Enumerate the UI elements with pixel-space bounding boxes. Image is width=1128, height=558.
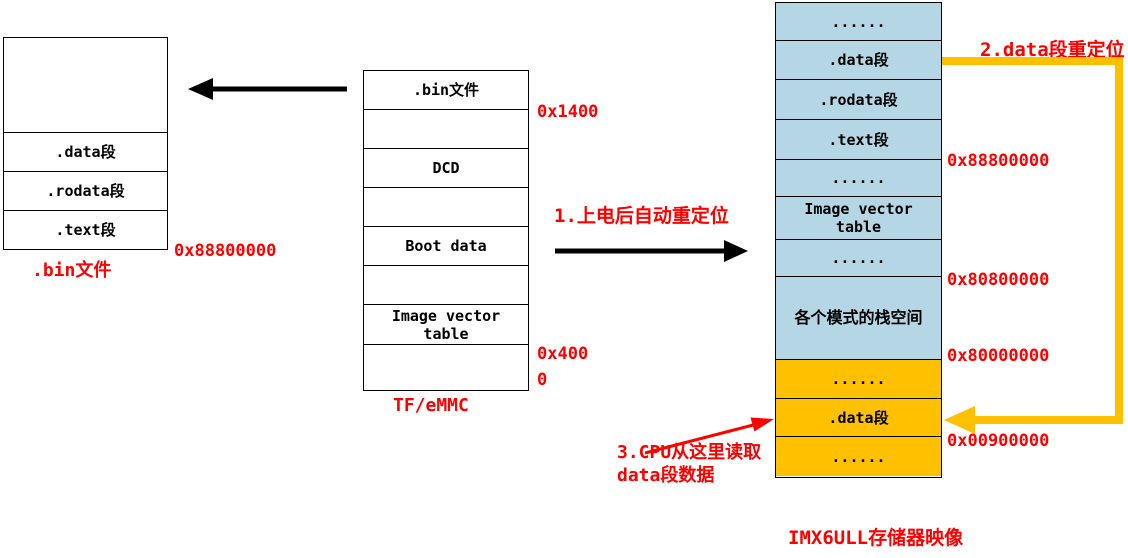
emmc-address-0x1400: 0x1400 xyxy=(537,102,599,122)
mem-address-0x80000000: 0x80000000 xyxy=(947,346,1050,366)
emmc-empty-row-1 xyxy=(364,110,528,149)
step3-line-2: data段数据 xyxy=(617,465,715,486)
mem-ellipsis-row-3: ...... xyxy=(776,240,941,277)
left-box-caption: .bin文件 xyxy=(32,260,112,281)
mem-ellipsis-row-4: ...... xyxy=(776,360,941,399)
bin-box-rodata-segment: .rodata段 xyxy=(4,172,167,211)
mem-ellipsis-row-1: ...... xyxy=(776,3,941,41)
emmc-address-0x400: 0x400 xyxy=(537,344,589,364)
mem-address-0x00900000: 0x00900000 xyxy=(947,431,1050,451)
step1-relocation-label: 1.上电后自动重定位 xyxy=(554,205,729,227)
tf-emmc-caption: TF/eMMC xyxy=(393,395,469,416)
mem-address-0x80800000: 0x80800000 xyxy=(947,270,1050,290)
mem-ellipsis-row-5: ...... xyxy=(776,437,941,476)
emmc-address-0: 0 xyxy=(537,370,548,390)
bin-box-data-segment: .data段 xyxy=(4,133,167,172)
step3-line-1: 3.CPU从这里读取 xyxy=(617,442,762,463)
imx6ull-memory-map-caption: IMX6ULL存储器映像 xyxy=(788,527,964,549)
imx6ull-memory-map-box: ...... .data段 .rodata段 .text段 ...... Ima… xyxy=(775,2,942,478)
bin-file-memory-box: .data段 .rodata段 .text段 xyxy=(3,37,168,250)
emmc-image-vector-table-row: Image vector table xyxy=(364,305,528,345)
bin-box-empty-row xyxy=(4,38,167,133)
step2-data-relocation-label: 2.data段重定位 xyxy=(980,39,1125,61)
emmc-dcd-row: DCD xyxy=(364,149,528,188)
mem-data-segment-low: .data段 xyxy=(776,399,941,437)
emmc-empty-row-2 xyxy=(364,188,528,227)
data-segment-relocation-arrow xyxy=(942,57,1123,434)
mem-text-segment: .text段 xyxy=(776,120,941,160)
bin-box-text-segment: .text段 xyxy=(55,221,116,239)
mem-data-segment-high: .data段 xyxy=(776,41,941,80)
step3-cpu-read-label: 3.CPU从这里读取 data段数据 xyxy=(617,441,761,487)
emmc-bin-file-row: .bin文件 xyxy=(364,71,528,110)
emmc-empty-row-4 xyxy=(364,345,528,384)
left-box-base-address: 0x88800000 xyxy=(174,241,277,261)
mem-stack-space-row: 各个模式的栈空间 xyxy=(776,277,941,360)
copy-to-ram-arrow xyxy=(188,78,347,100)
emmc-boot-data-row: Boot data xyxy=(364,227,528,266)
tf-emmc-box: .bin文件 DCD Boot data Image vector table xyxy=(363,70,529,391)
emmc-empty-row-3 xyxy=(364,266,528,305)
mem-ellipsis-row-2: ...... xyxy=(776,160,941,197)
power-on-relocation-arrow xyxy=(555,240,748,262)
mem-address-0x88800000: 0x88800000 xyxy=(947,151,1050,171)
mem-rodata-segment: .rodata段 xyxy=(776,80,941,120)
mem-image-vector-table-row: Image vector table xyxy=(776,197,941,240)
